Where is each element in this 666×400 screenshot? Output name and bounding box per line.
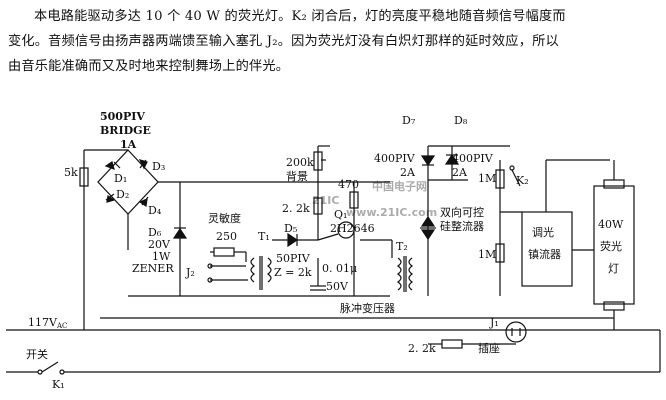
label-470: 470	[338, 178, 359, 191]
fluorescent-lamp	[593, 185, 635, 305]
label-zener-w: 1W	[152, 250, 171, 263]
label-d4: D₄	[148, 204, 162, 217]
label-sens-val: 250	[216, 230, 237, 243]
label-switch: 开关	[26, 347, 48, 361]
bridge-label: BRIDGE	[100, 124, 151, 137]
label-d8-rating-1: 400PIV	[452, 152, 494, 165]
label-d5-rating: 50PIV	[276, 252, 311, 265]
label-d1: D₁	[114, 172, 127, 185]
label-d8: D₈	[454, 114, 468, 127]
label-zener-v: 20V	[148, 238, 171, 251]
paragraph-line-2: 变化。音频信号由扬声器两端馈至输入塞孔 J₂。因为荧光灯没有白炽灯那样的延时效应…	[8, 34, 559, 49]
label-d2: D₂	[116, 188, 129, 201]
label-cap-v: 50V	[326, 280, 349, 293]
label-t2: T₂	[396, 240, 408, 253]
label-z: Z = 2k	[274, 266, 312, 279]
pot-200k	[313, 151, 323, 171]
watermark-site: 中国电子网	[372, 179, 427, 193]
label-triac-2: 硅整流器	[440, 219, 484, 233]
label-supply: 117VAC	[28, 316, 67, 330]
zener-diode-d6	[172, 227, 188, 239]
label-d7-rating-1: 400PIV	[374, 152, 416, 165]
label-cap: 0. 01μ	[322, 262, 357, 275]
label-d6: D₆	[148, 226, 162, 239]
label-pulse-tf: 脉冲变压器	[340, 301, 395, 315]
label-bg: 背景	[286, 169, 308, 183]
label-ballast-1: 调光	[532, 225, 554, 239]
ballast-box	[521, 211, 573, 287]
bridge-rating: 500PIV	[100, 110, 145, 123]
bridge-current: 1A	[120, 138, 137, 151]
label-j2: J₂	[185, 266, 195, 279]
label-2k2: 2. 2k	[282, 202, 310, 215]
label-j1: J₁	[489, 316, 499, 329]
socket-j1	[505, 321, 527, 343]
label-sensitivity: 灵敏度	[208, 211, 241, 225]
label-d7-rating-2: 2A	[400, 166, 416, 179]
label-socket: 插座	[478, 341, 500, 355]
label-d5: D₅	[284, 222, 297, 235]
watermark-url: www.21IC.com	[346, 206, 437, 219]
resistor-5k	[79, 167, 89, 187]
label-lamp-1: 40W	[598, 218, 624, 231]
label-1m-a: 1M	[478, 172, 496, 185]
pulse-transformer	[397, 257, 402, 291]
label-q1: Q₁	[334, 208, 347, 221]
description-paragraph: 本电路能驱动多达 10 个 40 W 的荧光灯。K₂ 闭合后，灯的亮度平稳地随音…	[8, 4, 660, 79]
label-ballast-2: 镇流器	[528, 247, 561, 261]
paragraph-line-3: 由音乐能准确而又及时地来控制舞场上的伴光。	[8, 59, 290, 74]
label-k2: K₂	[516, 174, 529, 187]
label-triac-1: 双向可控	[440, 205, 484, 219]
watermark-brand: 21IC	[312, 194, 339, 207]
label-d3: D₃	[152, 160, 165, 173]
label-d7: D₇	[402, 114, 416, 127]
label-lamp-2: 荧光	[600, 239, 622, 253]
label-lamp-3: 灯	[608, 262, 619, 275]
paragraph-line-1: 本电路能驱动多达 10 个 40 W 的荧光灯。K₂ 闭合后，灯的亮度平稳地随音…	[34, 9, 566, 24]
label-q1-type: 2H2646	[330, 222, 375, 235]
label-2k2-b: 2. 2k	[408, 342, 436, 355]
label-1m-b: 1M	[478, 248, 496, 261]
label-d8-rating-2: 2A	[452, 166, 468, 179]
label-k1: K₁	[52, 378, 65, 391]
sens-pot	[213, 247, 235, 257]
watermark: 21IC 中国电子网 www.21IC.com	[312, 179, 437, 219]
label-zener: ZENER	[132, 262, 174, 275]
label-t1: T₁	[258, 230, 270, 243]
label-200k: 200k	[286, 156, 314, 169]
label-5k: 5k	[64, 166, 78, 179]
